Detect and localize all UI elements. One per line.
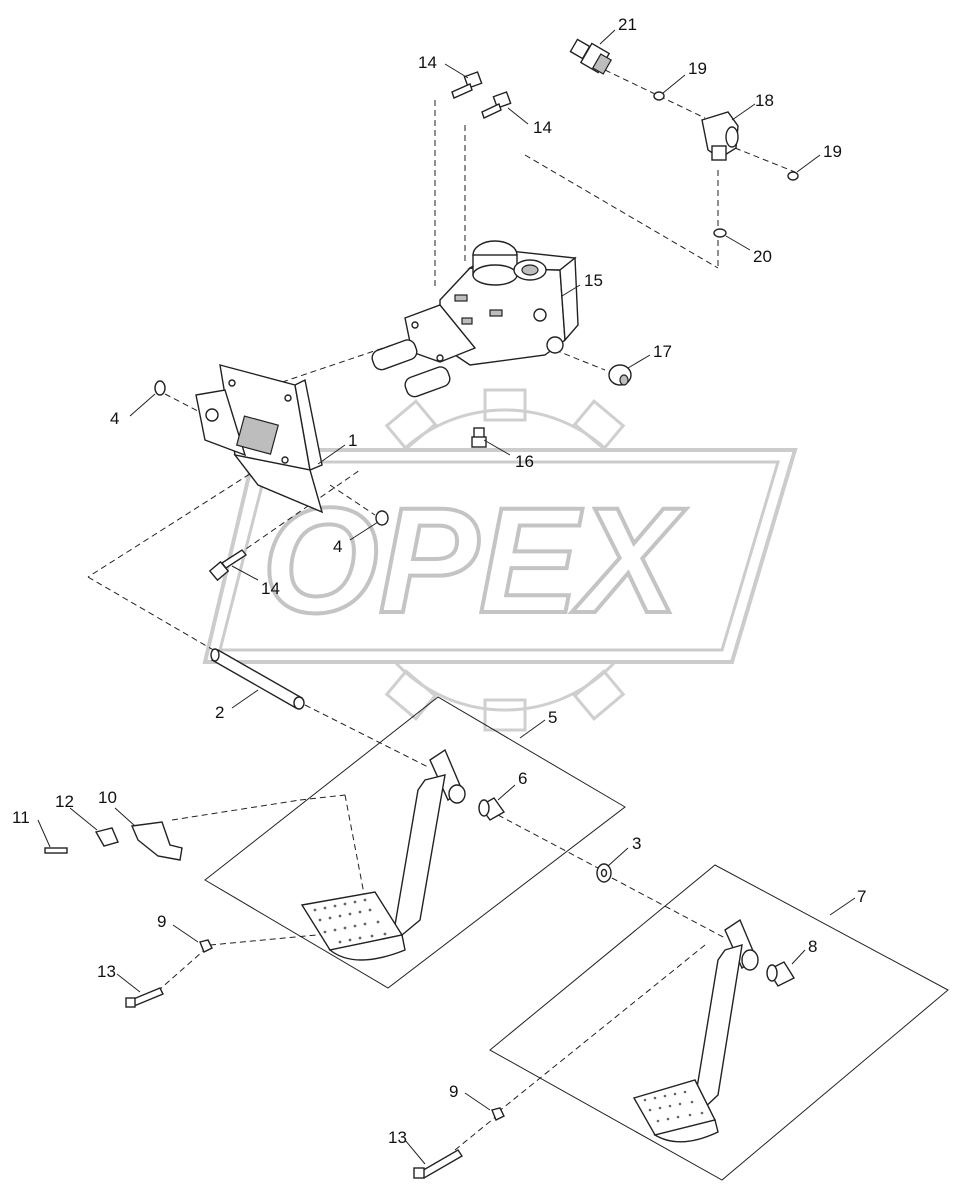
part-16-grease-fitting: [471, 427, 487, 448]
callout-18: 18: [755, 91, 774, 110]
callout-21: 21: [618, 15, 637, 34]
part-7-clutch-pedal: [632, 918, 759, 1143]
part-10-bracket-plate: [130, 821, 183, 861]
part-15-brake-valve: [371, 240, 579, 398]
part-2-pivot-shaft: [210, 648, 305, 710]
callout-13: 13: [97, 962, 116, 981]
opex-watermark: OPEX: [202, 388, 798, 732]
callout-14: 14: [261, 579, 280, 598]
callout-20: 20: [753, 247, 772, 266]
part-14-bolt-lower: [208, 549, 248, 582]
part-6-bushing: [478, 797, 506, 821]
part-1-mounting-bracket: [195, 364, 324, 514]
callout-2: 2: [215, 703, 224, 722]
callout-12: 12: [55, 792, 74, 811]
callout-11: 11: [12, 808, 30, 827]
part-11-pin: [44, 847, 68, 854]
callout-6: 6: [518, 769, 527, 788]
assembly-lines: [87, 69, 796, 1151]
part-4-washer: [375, 510, 389, 526]
callout-19: 19: [688, 59, 707, 78]
callout-13: 13: [388, 1128, 407, 1147]
leader-lines: [37, 29, 856, 1165]
callout-5: 5: [548, 708, 557, 727]
part-12-clip: [94, 827, 119, 847]
part-4-washer: [154, 380, 166, 396]
callout-8: 8: [808, 937, 817, 956]
callout-3: 3: [632, 834, 641, 853]
sub-assembly-frame-5: [204, 696, 626, 989]
part-8-bushing: [766, 961, 796, 987]
callout-19: 19: [823, 142, 842, 161]
part-17-cap: [608, 364, 632, 386]
callout-14: 14: [533, 118, 552, 137]
part-14-bolt-upper-right: [481, 91, 512, 119]
sub-assembly-frame-7: [489, 864, 949, 1181]
callout-14: 14: [418, 53, 437, 72]
callout-4: 4: [333, 537, 342, 556]
part-9-nut: [491, 1107, 505, 1121]
part-14-bolt-upper-left: [451, 71, 483, 99]
callout-9: 9: [157, 912, 166, 931]
part-3-washer: [596, 863, 612, 883]
callout-labels: 21 14 19 14 18 19 20 15 17 4 1 16 4 14 2…: [12, 15, 866, 1147]
part-9-nut: [199, 939, 213, 953]
part-20-o-ring: [713, 228, 727, 238]
part-21-fitting: [569, 38, 613, 75]
callout-9: 9: [449, 1082, 458, 1101]
callout-10: 10: [98, 788, 117, 807]
part-19-o-ring: [787, 171, 799, 181]
part-18-elbow-fitting: [701, 111, 739, 161]
pedal-tread-dots: [313, 898, 387, 944]
pedal-tread-dots: [643, 1090, 704, 1123]
callout-7: 7: [857, 887, 866, 906]
part-5-brake-pedal: [300, 748, 466, 961]
part-13-bolt: [413, 1149, 463, 1179]
part-13-bolt: [125, 987, 164, 1008]
callout-17: 17: [653, 342, 672, 361]
watermark-text: OPEX: [262, 476, 687, 644]
callout-16: 16: [515, 452, 534, 471]
callout-1: 1: [348, 431, 357, 450]
part-19-o-ring: [653, 91, 665, 101]
callout-15: 15: [584, 271, 603, 290]
callout-4: 4: [110, 409, 119, 428]
